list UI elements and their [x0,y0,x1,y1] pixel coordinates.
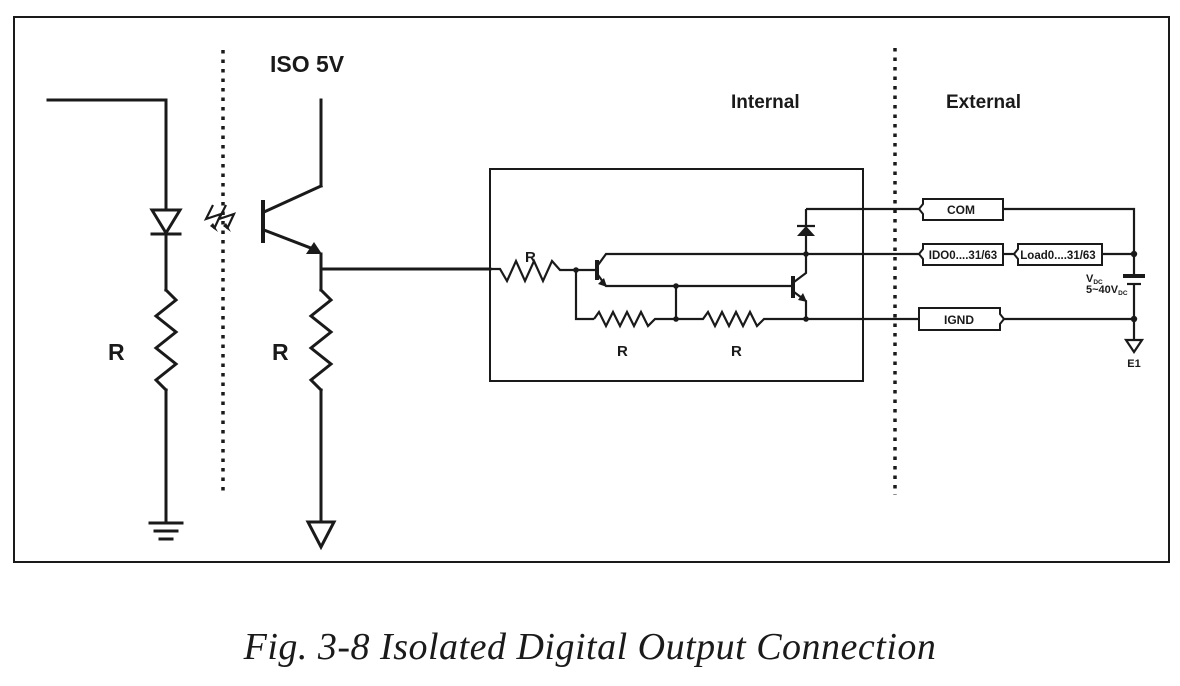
resistor-left-label: R [108,339,125,365]
driver-circuit: R R R [490,207,919,360]
com-label: COM [947,203,975,217]
ground-left-icon [148,521,184,541]
transistor-2-arrow-icon [798,293,807,302]
load-label: Load0....31/63 [1020,250,1095,262]
ground-ref-label: E1 [1127,358,1140,370]
ignd-label: IGND [944,313,974,327]
vdc-label: VDC [1086,273,1103,286]
ignd-terminal: IGND [918,307,1006,331]
resistor-chain-1-label: R [617,343,628,360]
iso-5v-label: ISO 5V [270,51,345,77]
external-wiring [1003,207,1145,354]
ido-terminal: IDO0....31/63 [917,243,1004,266]
diagram-frame [13,16,1170,563]
emitter-arrow-icon [306,242,322,254]
external-label: External [946,92,1021,113]
resistor-chain-1-icon [593,309,676,329]
resistor-pullup-icon [308,287,334,393]
ido-label: IDO0....31/63 [929,250,997,262]
light-emission-icon [203,204,237,232]
ground-external-icon [1123,338,1145,354]
resistor-input-label: R [525,249,536,266]
led-diode-icon [149,208,183,236]
ground-iso-icon [305,520,337,551]
phototransistor-circuit: R [261,98,492,551]
resistor-pullup-label: R [272,339,289,365]
resistor-chain-2-label: R [731,343,742,360]
com-terminal: COM [917,198,1004,221]
internal-driver-box [489,168,864,382]
internal-label: Internal [731,92,800,113]
resistor-left-icon [153,287,179,393]
resistor-input-icon [490,258,596,284]
resistor-chain-2-icon [676,309,806,329]
transistor-1-arrow-icon [598,278,607,287]
figure-caption: Fig. 3-8 Isolated Digital Output Connect… [243,626,937,668]
voltage-range-label: 5~40VDC [1086,284,1128,297]
load-terminal: Load0....31/63 [1012,243,1103,266]
led-circuit: R [46,98,184,541]
flyback-diode-icon [797,226,815,236]
